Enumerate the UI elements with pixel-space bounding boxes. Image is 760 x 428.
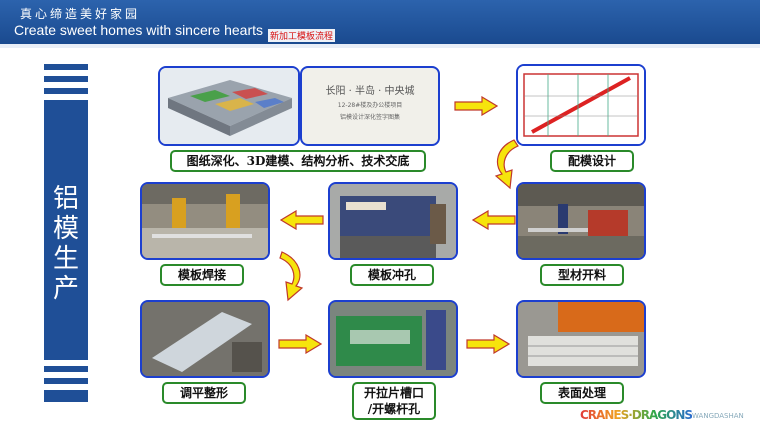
sidebar-stripe — [44, 82, 88, 88]
sidebar-stripe — [44, 70, 88, 76]
footer-logo-text: CRANES·DRAGONS — [580, 408, 693, 422]
sidebar-title-block: 铝 模 生 产 — [44, 64, 88, 402]
header-title-en: Create sweet homes with sincere hearts — [14, 22, 263, 38]
welding-photo — [140, 182, 270, 260]
footer-sub-text: WANGDASHAN — [692, 412, 744, 420]
step-label: 调平整形 — [162, 382, 246, 404]
step-label: 开拉片槽口 /开螺杆孔 — [352, 382, 436, 420]
doc-line-2: 12-28#楼及办公楼项目 — [337, 102, 403, 109]
sidebar-char: 模 — [52, 214, 79, 244]
sidebar-stripe — [44, 94, 88, 100]
curved-arrow-down-icon — [279, 251, 304, 302]
3d-model-image — [158, 66, 300, 146]
footer-logo: CRANES·DRAGONS — [580, 408, 693, 422]
header-banner: 真心缔造美好家园 Create sweet homes with sincere… — [0, 0, 760, 48]
formwork-design-drawing — [516, 64, 646, 146]
surface-treatment-photo — [516, 300, 646, 378]
step-label: 模板焊接 — [160, 264, 244, 286]
curved-arrow-down-icon — [494, 139, 519, 190]
sidebar-stripe — [44, 384, 88, 390]
sidebar-char: 生 — [52, 244, 79, 274]
step-label: 表面处理 — [540, 382, 624, 404]
sidebar-char: 产 — [52, 274, 79, 304]
arrow-left-icon — [472, 210, 516, 230]
step-label-line: /开螺杆孔 — [367, 402, 421, 416]
sidebar-char: 铝 — [52, 184, 79, 214]
step-label-line: 开拉片槽口 — [363, 386, 424, 400]
step-label: 模板冲孔 — [350, 264, 434, 286]
step-label: 型材开料 — [540, 264, 624, 286]
sidebar-title: 铝 模 生 产 — [44, 184, 88, 304]
design-document-image: 长阳 · 半岛 · 中央城 12-28#楼及办公楼项目 铝模设计深化签字图集 — [300, 66, 440, 146]
arrow-right-icon — [466, 334, 510, 354]
punching-machine-photo — [328, 182, 458, 260]
sidebar-stripe — [44, 372, 88, 378]
profile-cutting-photo — [516, 182, 646, 260]
header-tag: 新加工模板流程 — [268, 29, 336, 42]
header-title-cn: 真心缔造美好家园 — [20, 7, 141, 21]
step-label: 图纸深化、3D建模、结构分析、技术交底 — [170, 150, 426, 172]
arrow-right-icon — [454, 96, 498, 116]
arrow-left-icon — [280, 210, 324, 230]
arrow-right-icon — [278, 334, 322, 354]
slotting-machine-photo — [328, 300, 458, 378]
step-label: 配模设计 — [550, 150, 634, 172]
sidebar-stripe — [44, 360, 88, 366]
doc-line-3: 铝模设计深化签字图集 — [339, 114, 400, 121]
doc-line-1: 长阳 · 半岛 · 中央城 — [325, 86, 415, 97]
leveling-photo — [140, 300, 270, 378]
